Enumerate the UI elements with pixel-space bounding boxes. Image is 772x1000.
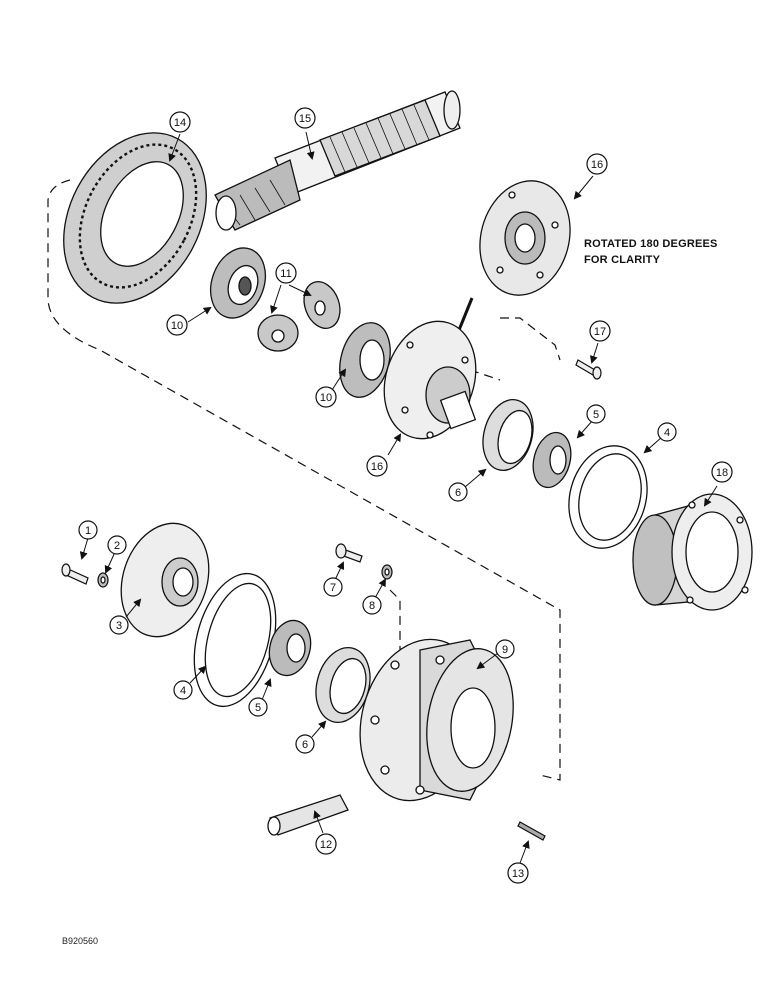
svg-text:10: 10 xyxy=(171,320,183,332)
callout-16-rotated: 16 xyxy=(586,153,608,175)
svg-text:5: 5 xyxy=(593,409,599,421)
svg-text:15: 15 xyxy=(299,113,311,125)
roll-pin-part xyxy=(517,821,546,841)
rotation-note: ROTATED 180 DEGREES FOR CLARITY xyxy=(584,236,718,268)
bearing-cone-upper-part xyxy=(532,431,572,489)
svg-text:7: 7 xyxy=(330,582,336,594)
callout-10-lower: 10 xyxy=(315,386,337,408)
callout-17: 17 xyxy=(589,320,611,342)
spider-gear-left-part xyxy=(257,314,299,352)
callout-4-lower: 4 xyxy=(173,680,193,700)
callout-15: 15 xyxy=(294,107,316,129)
svg-text:12: 12 xyxy=(320,839,332,851)
callout-4-upper: 4 xyxy=(657,422,677,442)
callout-6-lower: 6 xyxy=(295,734,315,754)
callout-14: 14 xyxy=(169,111,191,133)
bearing-cup-upper-part xyxy=(482,399,534,471)
svg-text:13: 13 xyxy=(512,868,524,880)
svg-text:6: 6 xyxy=(455,487,461,499)
callout-2: 2 xyxy=(107,535,127,555)
svg-text:3: 3 xyxy=(116,620,122,632)
svg-text:2: 2 xyxy=(114,540,120,552)
callout-7: 7 xyxy=(323,577,343,597)
housing-part xyxy=(632,493,753,611)
side-gear-upper-part xyxy=(209,247,267,319)
callout-8: 8 xyxy=(362,595,382,615)
callout-6-upper: 6 xyxy=(448,482,468,502)
svg-text:4: 4 xyxy=(664,427,670,439)
rotation-note-line1: ROTATED 180 DEGREES xyxy=(584,238,718,250)
callout-13: 13 xyxy=(507,862,529,884)
callout-18: 18 xyxy=(711,461,733,483)
differential-case-part xyxy=(359,638,514,802)
carrier-half-upper-part xyxy=(383,320,477,440)
callout-1: 1 xyxy=(78,520,98,540)
figure-code: B920560 xyxy=(62,936,99,946)
cross-shaft-pin-part xyxy=(267,794,349,836)
bolt-7-part xyxy=(335,543,363,563)
spider-gear-right-part xyxy=(303,281,341,329)
svg-text:4: 4 xyxy=(180,685,186,697)
callout-5-lower: 5 xyxy=(248,697,268,717)
svg-text:1: 1 xyxy=(85,525,91,537)
svg-text:17: 17 xyxy=(594,326,606,338)
callout-5-upper: 5 xyxy=(586,404,606,424)
svg-text:8: 8 xyxy=(369,600,375,612)
callout-10-upper: 10 xyxy=(166,314,188,336)
leader-arrows xyxy=(79,131,718,864)
washer-8-part xyxy=(381,564,393,580)
ring-gear-part xyxy=(63,132,207,304)
bolt-1-part xyxy=(61,563,89,585)
svg-text:5: 5 xyxy=(255,702,261,714)
rotation-note-line2: FOR CLARITY xyxy=(584,254,661,266)
carrier-half-rotated-part xyxy=(479,180,571,296)
callout-11: 11 xyxy=(275,262,297,284)
svg-text:16: 16 xyxy=(371,461,383,473)
svg-text:16: 16 xyxy=(591,159,603,171)
callout-9: 9 xyxy=(495,639,515,659)
cover-3-part xyxy=(120,522,210,638)
side-gear-lower-part xyxy=(339,322,391,398)
bearing-cone-lower-part xyxy=(268,619,312,677)
svg-text:6: 6 xyxy=(302,739,308,751)
callout-3: 3 xyxy=(109,615,129,635)
bolt-17-part xyxy=(575,359,602,380)
svg-text:9: 9 xyxy=(502,644,508,656)
callout-12: 12 xyxy=(315,833,337,855)
shim-gasket-lower-part xyxy=(193,572,277,708)
callout-16-carrier: 16 xyxy=(366,455,388,477)
svg-text:11: 11 xyxy=(280,268,291,280)
washer-2-part xyxy=(97,572,109,588)
svg-text:18: 18 xyxy=(716,467,728,479)
pinion-shaft-part xyxy=(214,90,461,231)
shim-gasket-upper-part xyxy=(568,445,648,549)
svg-text:10: 10 xyxy=(320,392,332,404)
svg-text:14: 14 xyxy=(174,117,186,129)
